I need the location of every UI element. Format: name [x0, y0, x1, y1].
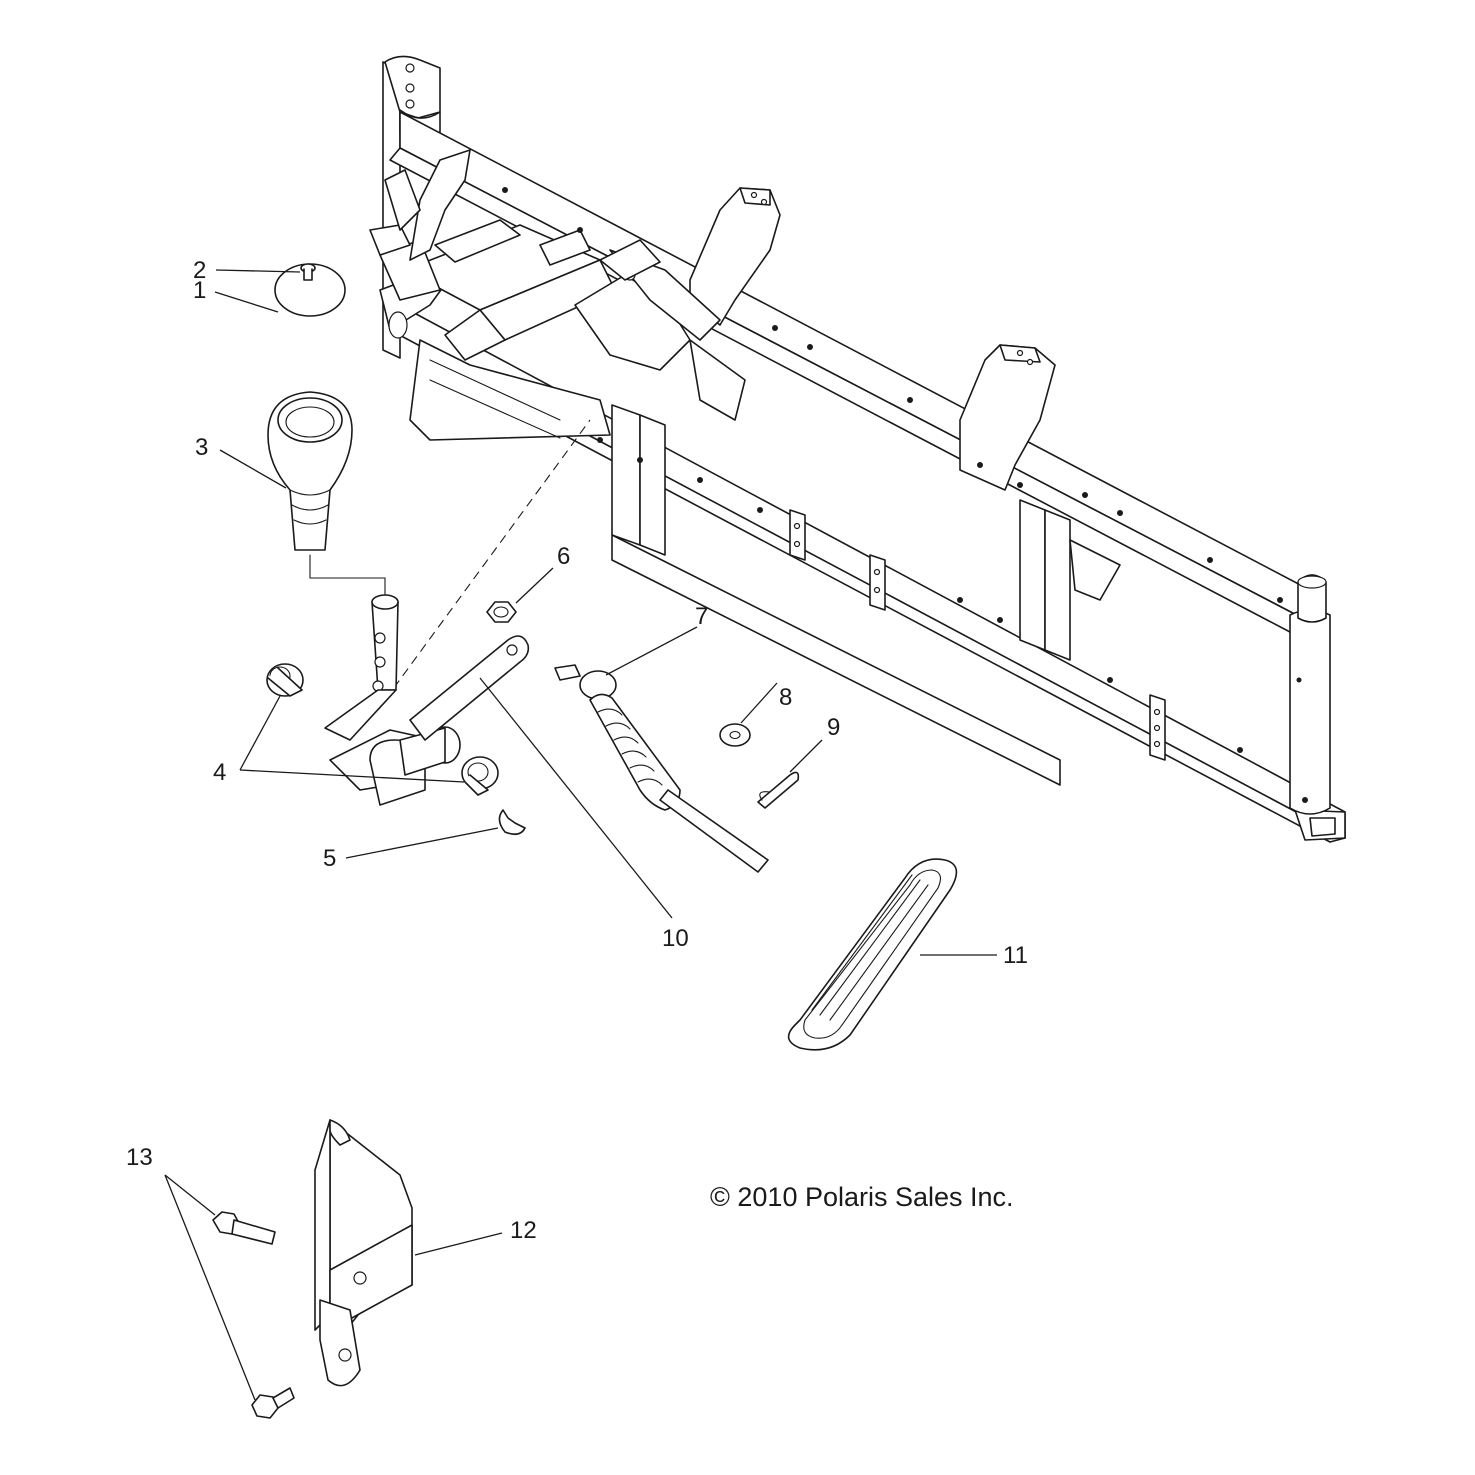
shift-lever-part	[324, 594, 461, 806]
callout-11: 11	[1003, 942, 1028, 969]
leader-lines	[164, 269, 997, 1401]
callout-9: 9	[827, 714, 840, 741]
bushing-part	[266, 663, 304, 697]
bolt-part	[251, 1387, 295, 1419]
bushing-part	[461, 756, 499, 796]
cotter-pin-part	[757, 771, 800, 809]
callout-5: 5	[323, 845, 336, 872]
gasket-part	[787, 858, 958, 1051]
callout-6: 6	[557, 543, 570, 570]
bolt-part	[212, 1211, 276, 1245]
mounting-bracket-part	[314, 1119, 413, 1387]
callout-2: 2	[193, 257, 206, 284]
callout-3: 3	[195, 434, 208, 461]
nut-part	[486, 601, 517, 623]
callout-10: 10	[662, 925, 689, 952]
callout-12: 12	[510, 1217, 537, 1244]
callout-1: 1	[193, 277, 206, 304]
shift-arm-part	[409, 635, 530, 741]
alignment-line	[309, 554, 386, 601]
callout-7: 7	[695, 603, 708, 630]
washer-part	[719, 723, 751, 747]
callout-labels: 1 2 3 4 5 6 7 8 9 10 11 12 13	[126, 257, 1028, 1244]
callout-4: 4	[213, 759, 226, 786]
e-clip-part	[498, 809, 526, 836]
frame-assembly	[369, 55, 1346, 843]
alignment-line	[384, 419, 591, 701]
screw-part	[300, 263, 316, 281]
callout-13: 13	[126, 1144, 153, 1171]
shift-cable-part	[554, 664, 769, 873]
shift-knob-part	[267, 391, 353, 551]
callout-8: 8	[779, 684, 792, 711]
copyright-notice: © 2010 Polaris Sales Inc.	[710, 1182, 1014, 1212]
